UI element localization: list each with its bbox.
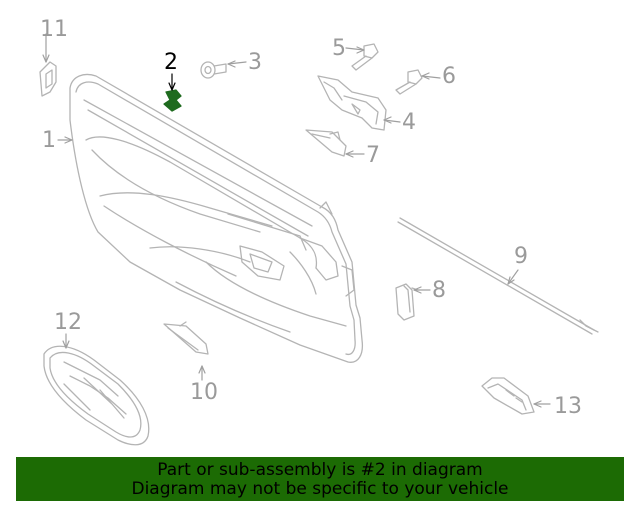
callout-6: 6 (442, 64, 456, 89)
callout-5: 5 (332, 36, 346, 61)
leader-6 (421, 75, 441, 79)
part-13-latch (481, 377, 535, 415)
callout-7: 7 (366, 143, 380, 168)
info-banner: Part or sub-assembly is #2 in diagram Di… (16, 457, 624, 501)
leader-3 (227, 61, 247, 65)
part-6-bolt (395, 69, 423, 95)
part-10-strip (163, 321, 209, 355)
leader-9 (507, 269, 519, 285)
callout-3: 3 (248, 50, 262, 75)
part-9-rod (397, 217, 599, 335)
callout-13: 13 (554, 394, 582, 419)
part-2-clip-highlighted (163, 89, 182, 112)
callout-10: 10 (190, 380, 218, 405)
part-4-bracket (317, 75, 387, 131)
banner-line-2: Diagram may not be specific to your vehi… (131, 479, 509, 499)
callout-11: 11 (40, 17, 68, 42)
callout-8: 8 (432, 278, 446, 303)
callout-1: 1 (42, 128, 56, 153)
part-3-screw (200, 61, 227, 79)
callout-12: 12 (54, 310, 82, 335)
part-11-bracket (39, 61, 57, 97)
part-12-grille (43, 345, 150, 446)
callout-9: 9 (514, 244, 528, 269)
leader-5 (345, 47, 365, 51)
leader-4 (383, 119, 401, 123)
callout-4: 4 (402, 110, 416, 135)
part-7-trim (305, 129, 347, 157)
leader-lines (42, 33, 551, 408)
part-5-bolt (351, 43, 379, 71)
banner-line-1: Part or sub-assembly is #2 in diagram (157, 460, 483, 480)
callout-2: 2 (164, 50, 178, 75)
part-1-door-panel (69, 73, 364, 363)
